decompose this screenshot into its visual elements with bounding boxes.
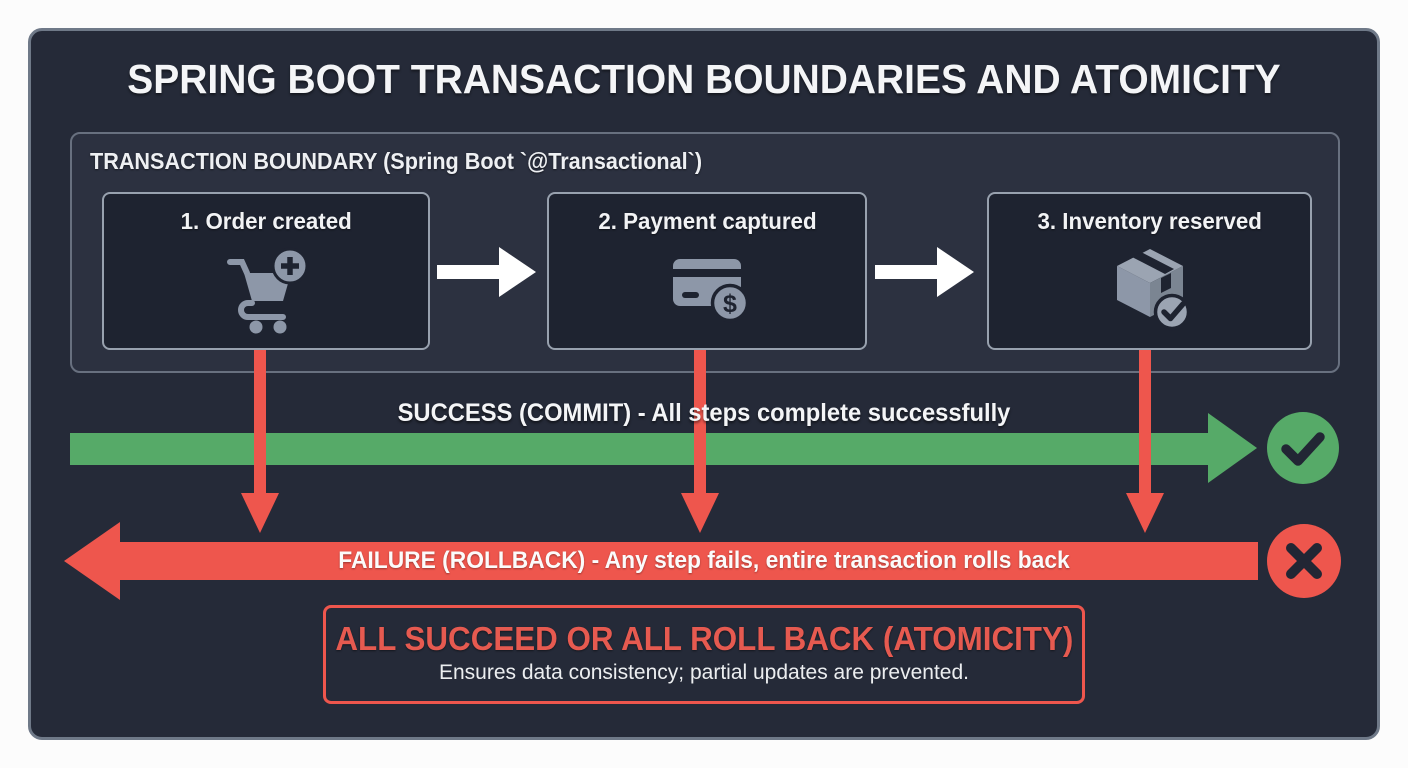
- svg-text:$: $: [723, 290, 737, 318]
- step-label: 1. Order created: [180, 208, 352, 234]
- transaction-boundary: TRANSACTION BOUNDARY (Spring Boot `@Tran…: [70, 132, 1340, 373]
- flow-arrow-icon: [875, 247, 974, 297]
- credit-card-dollar-icon: $: [673, 259, 750, 323]
- failure-label: FAILURE (ROLLBACK) - Any step fails, ent…: [338, 547, 1070, 574]
- step-box-inventory-reserved: 3. Inventory reserved: [987, 192, 1312, 350]
- transaction-boundary-label: TRANSACTION BOUNDARY (Spring Boot `@Tran…: [90, 148, 703, 174]
- flow-arrow-icon: [437, 247, 536, 297]
- atomicity-box: ALL SUCCEED OR ALL ROLL BACK (ATOMICITY)…: [323, 605, 1085, 704]
- page-title: SPRING BOOT TRANSACTION BOUNDARIES AND A…: [127, 56, 1281, 102]
- step-label: 3. Inventory reserved: [1037, 208, 1262, 234]
- atomicity-subtitle: Ensures data consistency; partial update…: [439, 661, 969, 684]
- step-box-payment-captured: 2. Payment captured $: [547, 192, 867, 350]
- step-label: 2. Payment captured: [597, 208, 817, 234]
- success-label: SUCCESS (COMMIT) - All steps complete su…: [397, 399, 1011, 427]
- step-box-order-created: 1. Order created: [102, 192, 430, 350]
- atomicity-title: ALL SUCCEED OR ALL ROLL BACK (ATOMICITY): [335, 620, 1073, 657]
- package-check-icon: [1116, 249, 1190, 331]
- cart-plus-icon: [227, 247, 309, 334]
